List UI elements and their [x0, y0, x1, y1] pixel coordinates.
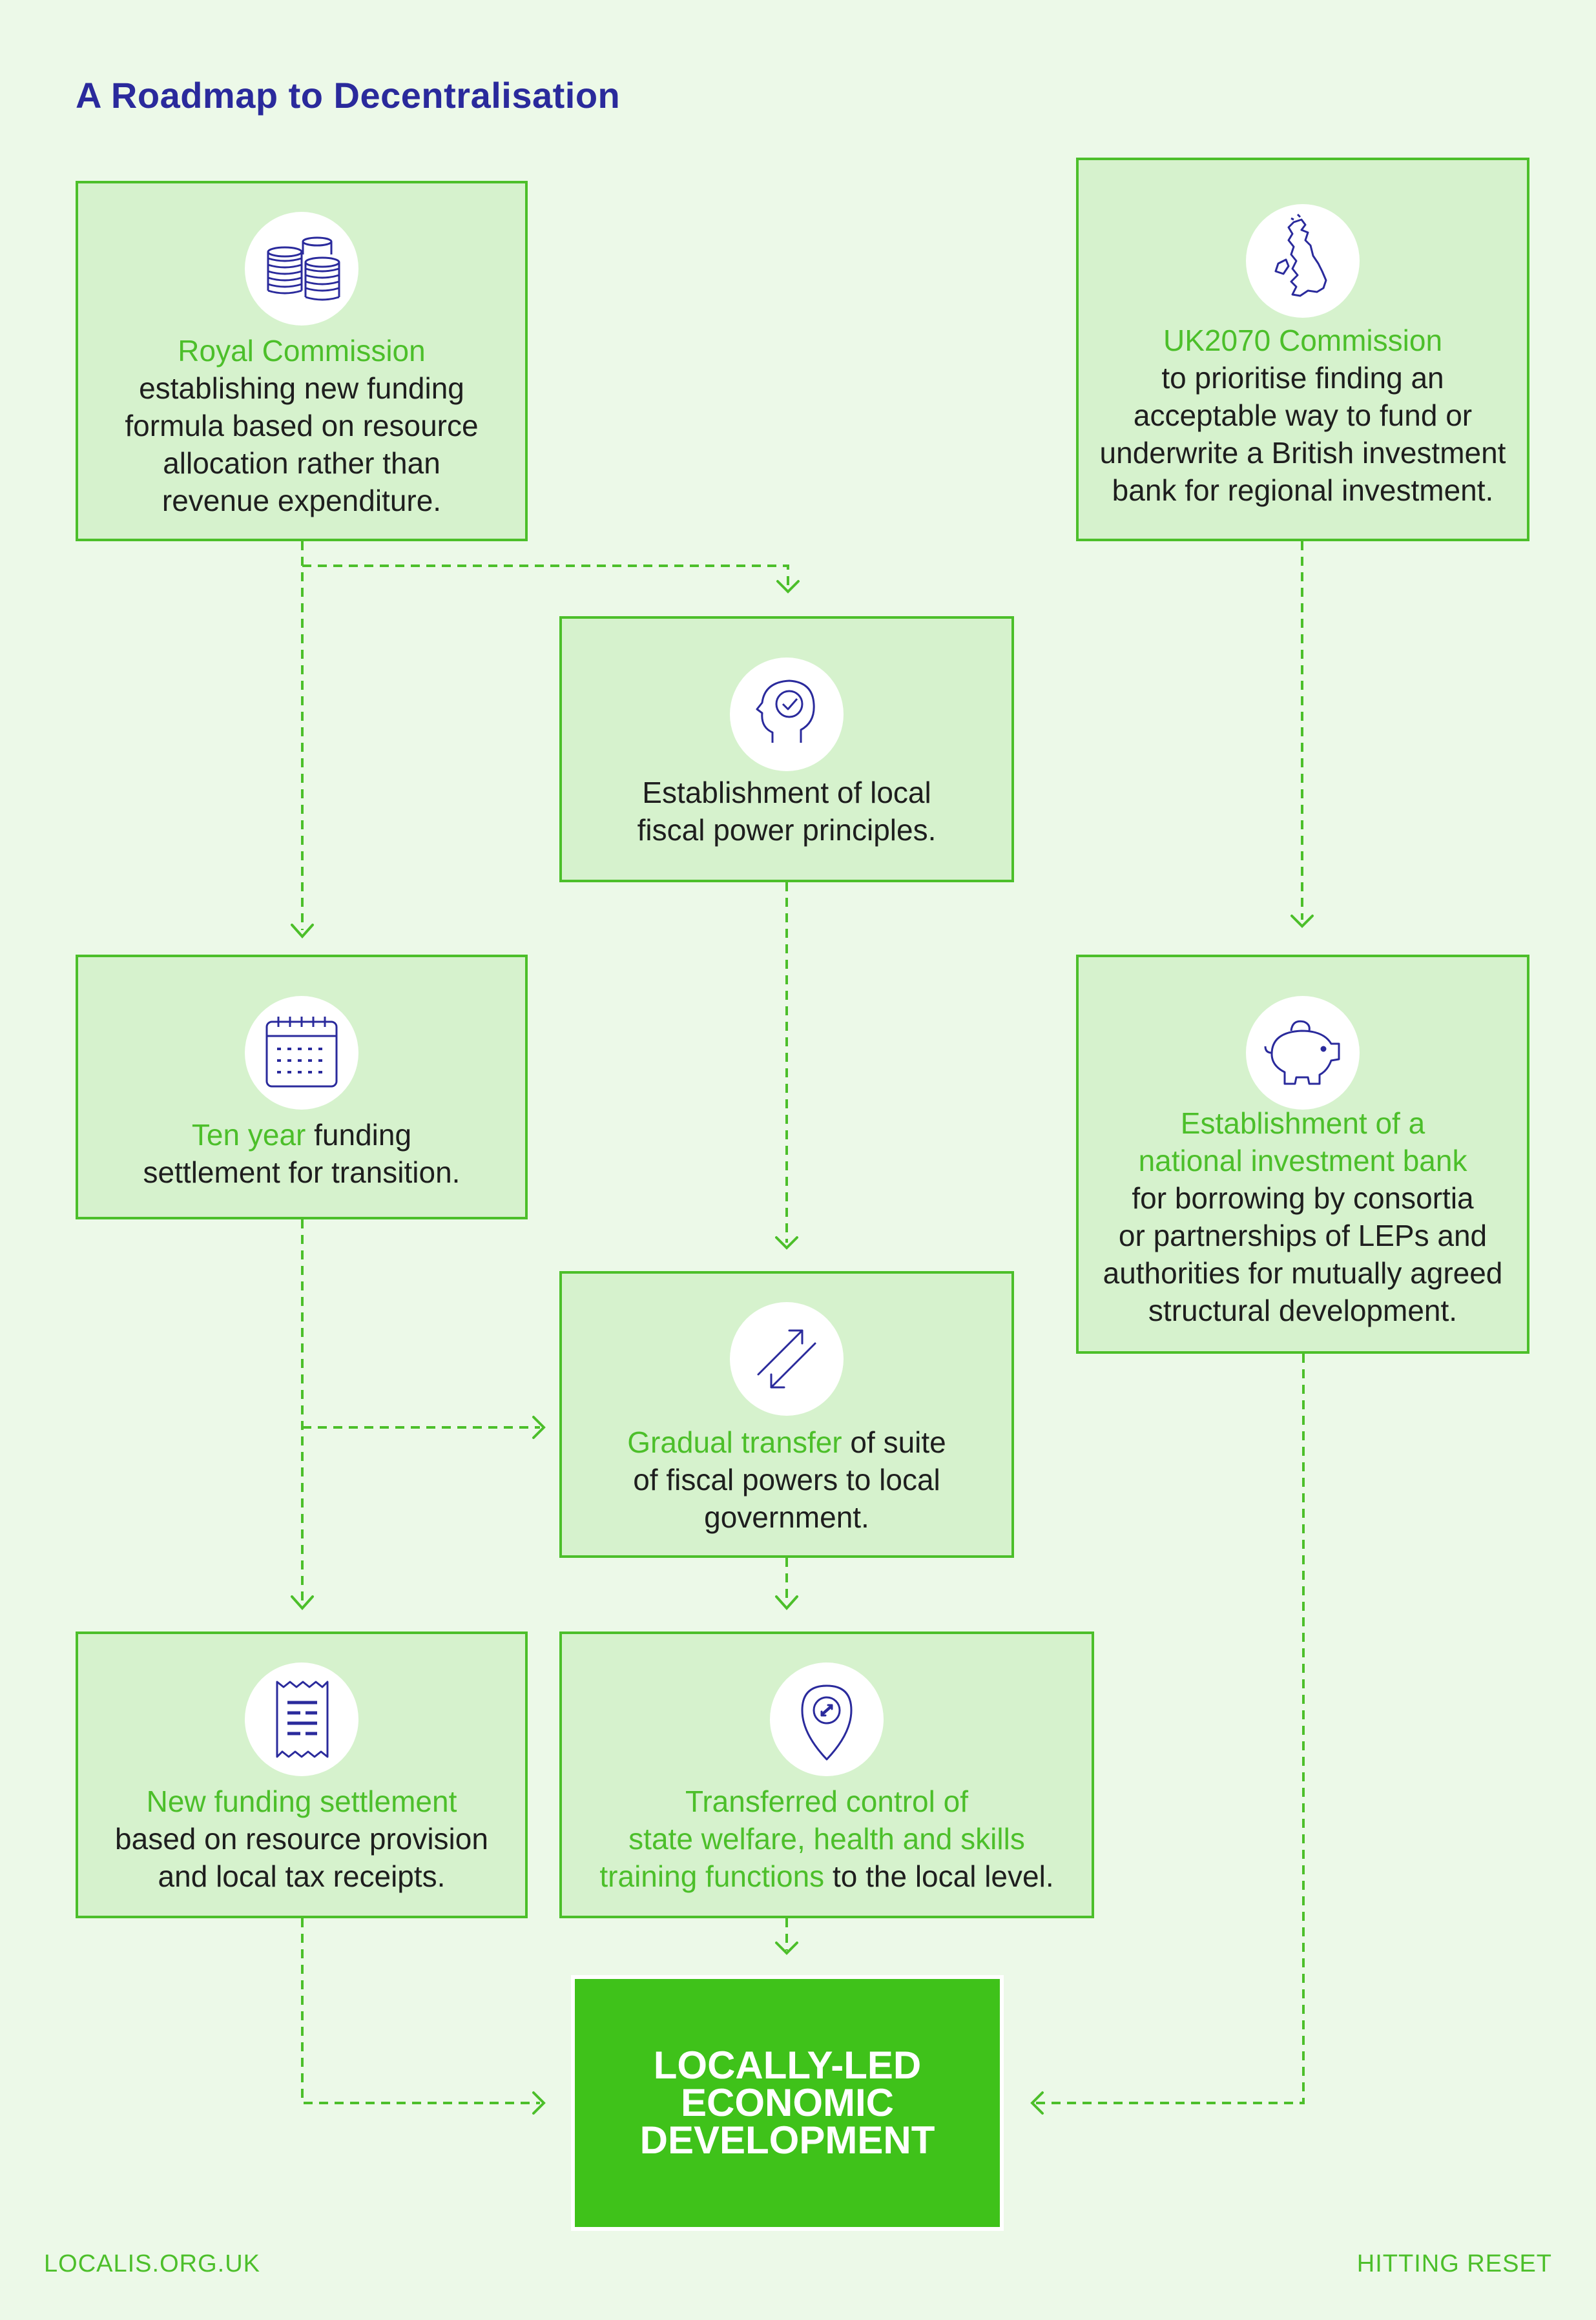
arrowhead-final-left [532, 2091, 546, 2115]
arrowhead-bank [1290, 915, 1314, 928]
box-gradual-transfer: Gradual transfer of suite of fiscal powe… [559, 1271, 1014, 1558]
transfer-arrows-icon [730, 1302, 844, 1416]
uk2070-line-1: to prioritise finding an [1161, 361, 1444, 395]
transferred-heading-2: state welfare, health and skills [628, 1822, 1025, 1856]
gradual-line-1: Gradual transfer of suite [575, 1424, 999, 1461]
royal-line-1: establishing new funding [139, 371, 464, 405]
connector-newfunding-to-final [301, 1918, 540, 2104]
uk2070-heading: UK2070 Commission [1163, 324, 1443, 357]
royal-commission-heading: Royal Commission [178, 334, 426, 368]
arrowhead-final-top [775, 1942, 798, 1955]
tenyear-line-1: Ten year funding [91, 1116, 512, 1154]
royal-line-3: allocation rather than [163, 446, 440, 480]
box-uk2070-commission: UK2070 Commission to prioritise finding … [1076, 158, 1529, 541]
uk2070-line-3: underwrite a British investment [1099, 436, 1506, 470]
principles-line-1: Establishment of local [642, 776, 931, 809]
connector-bank-to-final [1036, 1354, 1305, 2104]
bank-line-4: structural development. [1148, 1294, 1458, 1327]
transferred-heading-3: training functions [599, 1859, 825, 1893]
bank-heading-2: national investment bank [1138, 1144, 1467, 1177]
arrowhead-final-right [1030, 2091, 1044, 2115]
newfunding-line-1: based on resource provision [115, 1822, 488, 1856]
box-fiscal-principles: Establishment of local fiscal power prin… [559, 616, 1014, 882]
footer-left: LOCALIS.ORG.UK [44, 2250, 260, 2277]
royal-line-4: revenue expenditure. [161, 484, 442, 517]
connector-royal-to-principles [302, 564, 789, 589]
arrowhead-principles [776, 580, 800, 594]
arrowhead-tenyear [291, 924, 314, 939]
box-locally-led-economic-development: LOCALLY-LED ECONOMIC DEVELOPMENT [571, 1975, 1004, 2231]
bank-line-2: or partnerships of LEPs and [1118, 1219, 1487, 1252]
tenyear-line-2: settlement for transition. [143, 1155, 461, 1189]
calendar-icon [245, 996, 358, 1110]
receipt-icon [245, 1662, 358, 1776]
box-new-funding-settlement: New funding settlement based on resource… [76, 1631, 528, 1918]
newfunding-line-2: and local tax receipts. [158, 1859, 446, 1893]
gradual-line-2: of fiscal powers to local [633, 1463, 940, 1497]
arrowhead-gradual-left [532, 1416, 546, 1439]
royal-line-2: formula based on resource [125, 409, 479, 442]
uk2070-line-4: bank for regional investment. [1112, 473, 1494, 507]
tenyear-line-1-rest: funding [306, 1118, 412, 1152]
arrowhead-gradual-top [775, 1236, 798, 1250]
final-line-1: LOCALLY-LED [653, 2044, 922, 2087]
location-pin-icon [770, 1662, 884, 1776]
bank-line-1: for borrowing by consortia [1132, 1181, 1474, 1215]
principles-line-2: fiscal power principles. [637, 813, 937, 847]
head-check-icon [730, 658, 844, 771]
bank-line-3: authorities for mutually agreed [1103, 1256, 1503, 1290]
arrowhead-newfunding [291, 1595, 314, 1611]
transferred-line-3-rest: to the local level. [824, 1859, 1054, 1893]
uk-map-icon [1246, 204, 1360, 318]
gradual-line-3: government. [704, 1500, 869, 1534]
footer-right: HITTING RESET [1356, 2250, 1552, 2277]
tenyear-heading: Ten year [191, 1118, 306, 1152]
gradual-line-1-rest: of suite [842, 1425, 946, 1459]
bank-heading-1: Establishment of a [1180, 1106, 1425, 1140]
transferred-line-3: training functions to the local level. [575, 1858, 1079, 1895]
gradual-heading: Gradual transfer [627, 1425, 842, 1459]
arrowhead-transferred [775, 1595, 798, 1611]
box-transferred-control: Transferred control of state welfare, he… [559, 1631, 1094, 1918]
final-line-3: DEVELOPMENT [639, 2118, 935, 2162]
box-ten-year-settlement: Ten year funding settlement for transiti… [76, 955, 528, 1219]
page-title: A Roadmap to Decentralisation [76, 75, 621, 116]
final-line-2: ECONOMIC [681, 2081, 894, 2124]
piggy-bank-icon [1246, 996, 1360, 1110]
box-national-investment-bank: Establishment of a national investment b… [1076, 955, 1529, 1354]
coins-icon [245, 212, 358, 326]
transferred-heading-1: Transferred control of [685, 1785, 969, 1818]
newfunding-heading: New funding settlement [146, 1785, 457, 1818]
uk2070-line-2: acceptable way to fund or [1133, 399, 1473, 432]
box-royal-commission: Royal Commission establishing new fundin… [76, 181, 528, 541]
